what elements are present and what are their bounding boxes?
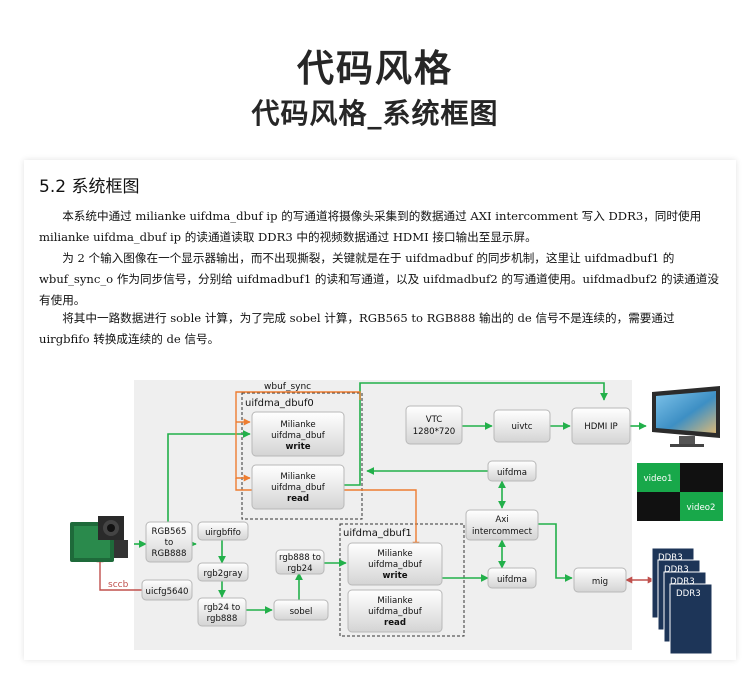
svg-text:to: to: [165, 538, 174, 548]
block-dbuf1-write: Milianke uifdma_dbuf write: [347, 542, 443, 586]
block-uicfg5640: uicfg5640: [141, 579, 193, 601]
block-dbuf1-read: Milianke uifdma_dbuf read: [347, 589, 443, 633]
svg-text:write: write: [285, 442, 310, 452]
svg-text:DDR3: DDR3: [664, 565, 689, 575]
block-uifdma-bottom: uifdma: [487, 567, 537, 589]
svg-text:sobel: sobel: [290, 607, 313, 617]
svg-text:rgb2gray: rgb2gray: [203, 569, 242, 579]
svg-text:rgb888: rgb888: [207, 614, 238, 624]
svg-text:intercommect: intercommect: [472, 527, 533, 537]
document-page: 5.2 系统框图 本系统中通过 milianke uifdma_dbuf ip …: [24, 160, 736, 660]
paragraph-3: 将其中一路数据进行 soble 计算，为了完成 sobel 计算，RGB565 …: [39, 311, 675, 346]
svg-text:uifdma: uifdma: [497, 575, 527, 585]
svg-text:1280*720: 1280*720: [413, 427, 456, 437]
svg-text:HDMI IP: HDMI IP: [584, 422, 617, 432]
block-uirgbfifo: uirgbfifo: [197, 521, 249, 541]
ddr3-memory-stack: DDR3 DDR3 DDR3 DDR3: [651, 547, 713, 655]
block-uivtc: uivtc: [493, 409, 551, 443]
svg-text:rgb888 to: rgb888 to: [279, 553, 321, 563]
uifdma-dbuf1-title: uifdma_dbuf1: [343, 528, 412, 539]
block-sobel: sobel: [273, 599, 329, 621]
uifdma-dbuf1-group: [339, 523, 465, 637]
sccb-label: sccb: [108, 580, 129, 590]
block-rgb565-to-rgb888: RGB565 to RGB888: [145, 521, 193, 563]
svg-text:read: read: [384, 618, 406, 628]
svg-text:DDR3: DDR3: [658, 553, 683, 563]
section-heading: 5.2 系统框图: [39, 177, 140, 197]
svg-text:write: write: [382, 571, 407, 581]
svg-text:mig: mig: [592, 577, 608, 587]
svg-text:Milianke: Milianke: [377, 549, 412, 559]
monitor-icon: [652, 386, 720, 447]
svg-text:VTC: VTC: [426, 415, 443, 425]
svg-text:RGB888: RGB888: [152, 549, 187, 559]
svg-text:Milianke: Milianke: [280, 420, 315, 430]
uifdma-dbuf0-title: uifdma_dbuf0: [245, 398, 314, 409]
system-block-diagram: uifdma_dbuf0 uifdma_dbuf1 wbuf_sync: [70, 380, 723, 655]
page-subtitle: 代码风格_系统框图: [251, 97, 499, 130]
svg-text:uifdma_dbuf: uifdma_dbuf: [368, 607, 423, 617]
svg-text:uicfg5640: uicfg5640: [146, 587, 189, 597]
camera-module-icon: [70, 516, 128, 562]
svg-text:uivtc: uivtc: [511, 422, 532, 432]
svg-text:rgb24 to: rgb24 to: [204, 603, 241, 613]
block-vtc: VTC 1280*720: [405, 405, 463, 445]
block-dbuf0-read: Milianke uifdma_dbuf read: [251, 464, 345, 510]
block-uifdma-top: uifdma: [487, 460, 537, 482]
svg-text:Milianke: Milianke: [280, 472, 315, 482]
dbuf0-read-to-hdmi: [342, 382, 608, 486]
svg-text:uifdma_dbuf: uifdma_dbuf: [271, 431, 326, 441]
paragraph-2: 为 2 个输入图像在一个显示器输出，而不出现撕裂，关键就是在于 uifdmadb…: [39, 251, 719, 307]
page-title: 代码风格: [297, 47, 453, 90]
svg-text:uifdma: uifdma: [497, 468, 527, 478]
paragraph-1: 本系统中通过 milianke uifdma_dbuf ip 的写通道将摄像头采…: [39, 209, 702, 244]
block-rgb888-to-rgb24: rgb888 to rgb24: [275, 549, 325, 575]
axi-to-mig: [538, 523, 573, 582]
uicfg-to-camera-sccb: [96, 555, 142, 591]
video2-label: video2: [687, 503, 716, 513]
video-preview: video1 video2: [637, 463, 723, 521]
block-dbuf0-write: Milianke uifdma_dbuf write: [251, 411, 345, 457]
rgb565-to-dbuf0-write: [167, 430, 251, 524]
svg-text:Milianke: Milianke: [377, 596, 412, 606]
svg-text:uifdma_dbuf: uifdma_dbuf: [368, 560, 423, 570]
svg-text:DDR3: DDR3: [676, 589, 701, 599]
video1-label: video1: [644, 474, 673, 484]
block-rgb24-to-rgb888: rgb24 to rgb888: [197, 597, 247, 627]
block-mig: mig: [573, 567, 627, 593]
block-rgb2gray: rgb2gray: [197, 562, 249, 582]
svg-text:RGB565: RGB565: [152, 527, 187, 537]
svg-text:rgb24: rgb24: [287, 564, 312, 574]
uifdma-dbuf0-group: [241, 392, 363, 520]
block-axi-intercommect: Axi intercommect: [465, 509, 539, 541]
sync-to-dbuf0-read: [235, 391, 361, 482]
svg-text:read: read: [287, 494, 309, 504]
svg-text:uirgbfifo: uirgbfifo: [205, 528, 241, 538]
svg-text:uifdma_dbuf: uifdma_dbuf: [271, 483, 326, 493]
svg-text:DDR3: DDR3: [670, 577, 695, 587]
block-hdmi-ip: HDMI IP: [571, 407, 631, 445]
wbuf-sync-label: wbuf_sync: [264, 382, 311, 392]
svg-text:Axi: Axi: [495, 515, 508, 525]
